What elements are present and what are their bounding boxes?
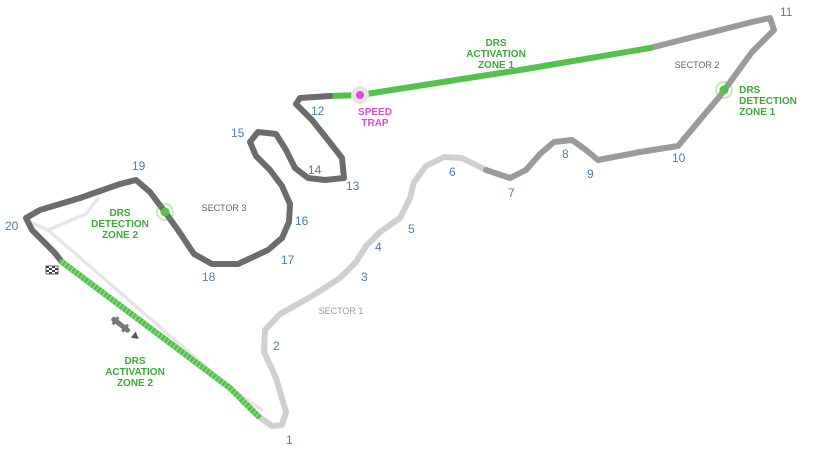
turn-14-label: 14 [308, 163, 322, 177]
turn-1-label: 1 [286, 433, 293, 447]
turn-2-label: 2 [273, 339, 280, 353]
sector-3-track [23, 93, 347, 267]
drs-activation-zone-2-label: DRS ACTIVATION ZONE 2 [105, 356, 165, 389]
turn-6-label: 6 [449, 165, 456, 179]
pit-lane [28, 220, 264, 412]
drs-activation-1-line-3: ZONE 1 [477, 60, 515, 71]
turn-10-label: 10 [672, 151, 686, 165]
sector-3-label: SECTOR 3 [201, 203, 247, 213]
pit-entry [46, 196, 100, 232]
drs-detection-1-halo [715, 81, 733, 99]
turn-15-label: 15 [231, 126, 245, 140]
drs-detection-1-marker [719, 85, 729, 95]
turn-13-label: 13 [346, 179, 360, 193]
drs-detection-1-line-3: ZONE 1 [739, 107, 776, 118]
drs-activation-1-line-1: DRS [485, 38, 507, 49]
speed-trap-marker [356, 91, 364, 99]
drs-detection-zone-2-label: DRS DETECTION ZONE 2 [91, 208, 149, 241]
drs-detection-2-marker [160, 207, 170, 217]
turn-17-label: 17 [281, 253, 295, 267]
drs-detection-2-halo [156, 203, 174, 221]
drs-detection-2-line-3: ZONE 2 [101, 230, 139, 241]
drs-detection-zone-1-label: DRS DETECTION ZONE 1 [739, 85, 797, 118]
speed-trap-line-2: TRAP [361, 118, 389, 129]
turn-3-label: 3 [361, 270, 368, 284]
drs-detection-1-line-2: DETECTION [739, 96, 797, 107]
race-direction-arrow-icon [111, 316, 139, 339]
turn-18-label: 18 [202, 270, 216, 284]
drs-activation-2-line-3: ZONE 2 [116, 378, 154, 389]
speed-trap-line-1: SPEED [358, 107, 392, 118]
speed-trap-label: SPEED TRAP [358, 107, 392, 129]
turn-16-label: 16 [295, 214, 309, 228]
checkered-flag-icon [45, 265, 59, 275]
drs-activation-1-line-2: ACTIVATION [466, 49, 526, 60]
turn-5-label: 5 [408, 222, 415, 236]
turn-7-label: 7 [508, 186, 515, 200]
drs-detection-2-line-2: DETECTION [91, 219, 149, 230]
sector-2-track [483, 15, 777, 181]
drs-detection-1-line-1: DRS [739, 85, 761, 96]
turn-20-label: 20 [5, 219, 19, 233]
turn-19-label: 19 [132, 159, 146, 173]
turn-11-label: 11 [780, 5, 793, 19]
sector-1-label: SECTOR 1 [318, 306, 364, 316]
drs-activation-2-line-1: DRS [124, 356, 146, 367]
sector-1-track [255, 154, 489, 429]
turn-12-label: 12 [311, 104, 325, 118]
drs-zone-1-track [327, 45, 653, 99]
drs-zone-2-track [59, 259, 261, 419]
turn-9-label: 9 [587, 167, 594, 181]
sector-2-label: SECTOR 2 [674, 60, 720, 70]
turn-8-label: 8 [562, 147, 569, 161]
turn-4-label: 4 [375, 240, 382, 254]
drs-activation-zone-1-label: DRS ACTIVATION ZONE 1 [466, 38, 526, 71]
drs-activation-2-line-2: ACTIVATION [105, 367, 165, 378]
drs-detection-2-line-1: DRS [109, 208, 131, 219]
drs-zone-2-hatching [60, 259, 261, 419]
